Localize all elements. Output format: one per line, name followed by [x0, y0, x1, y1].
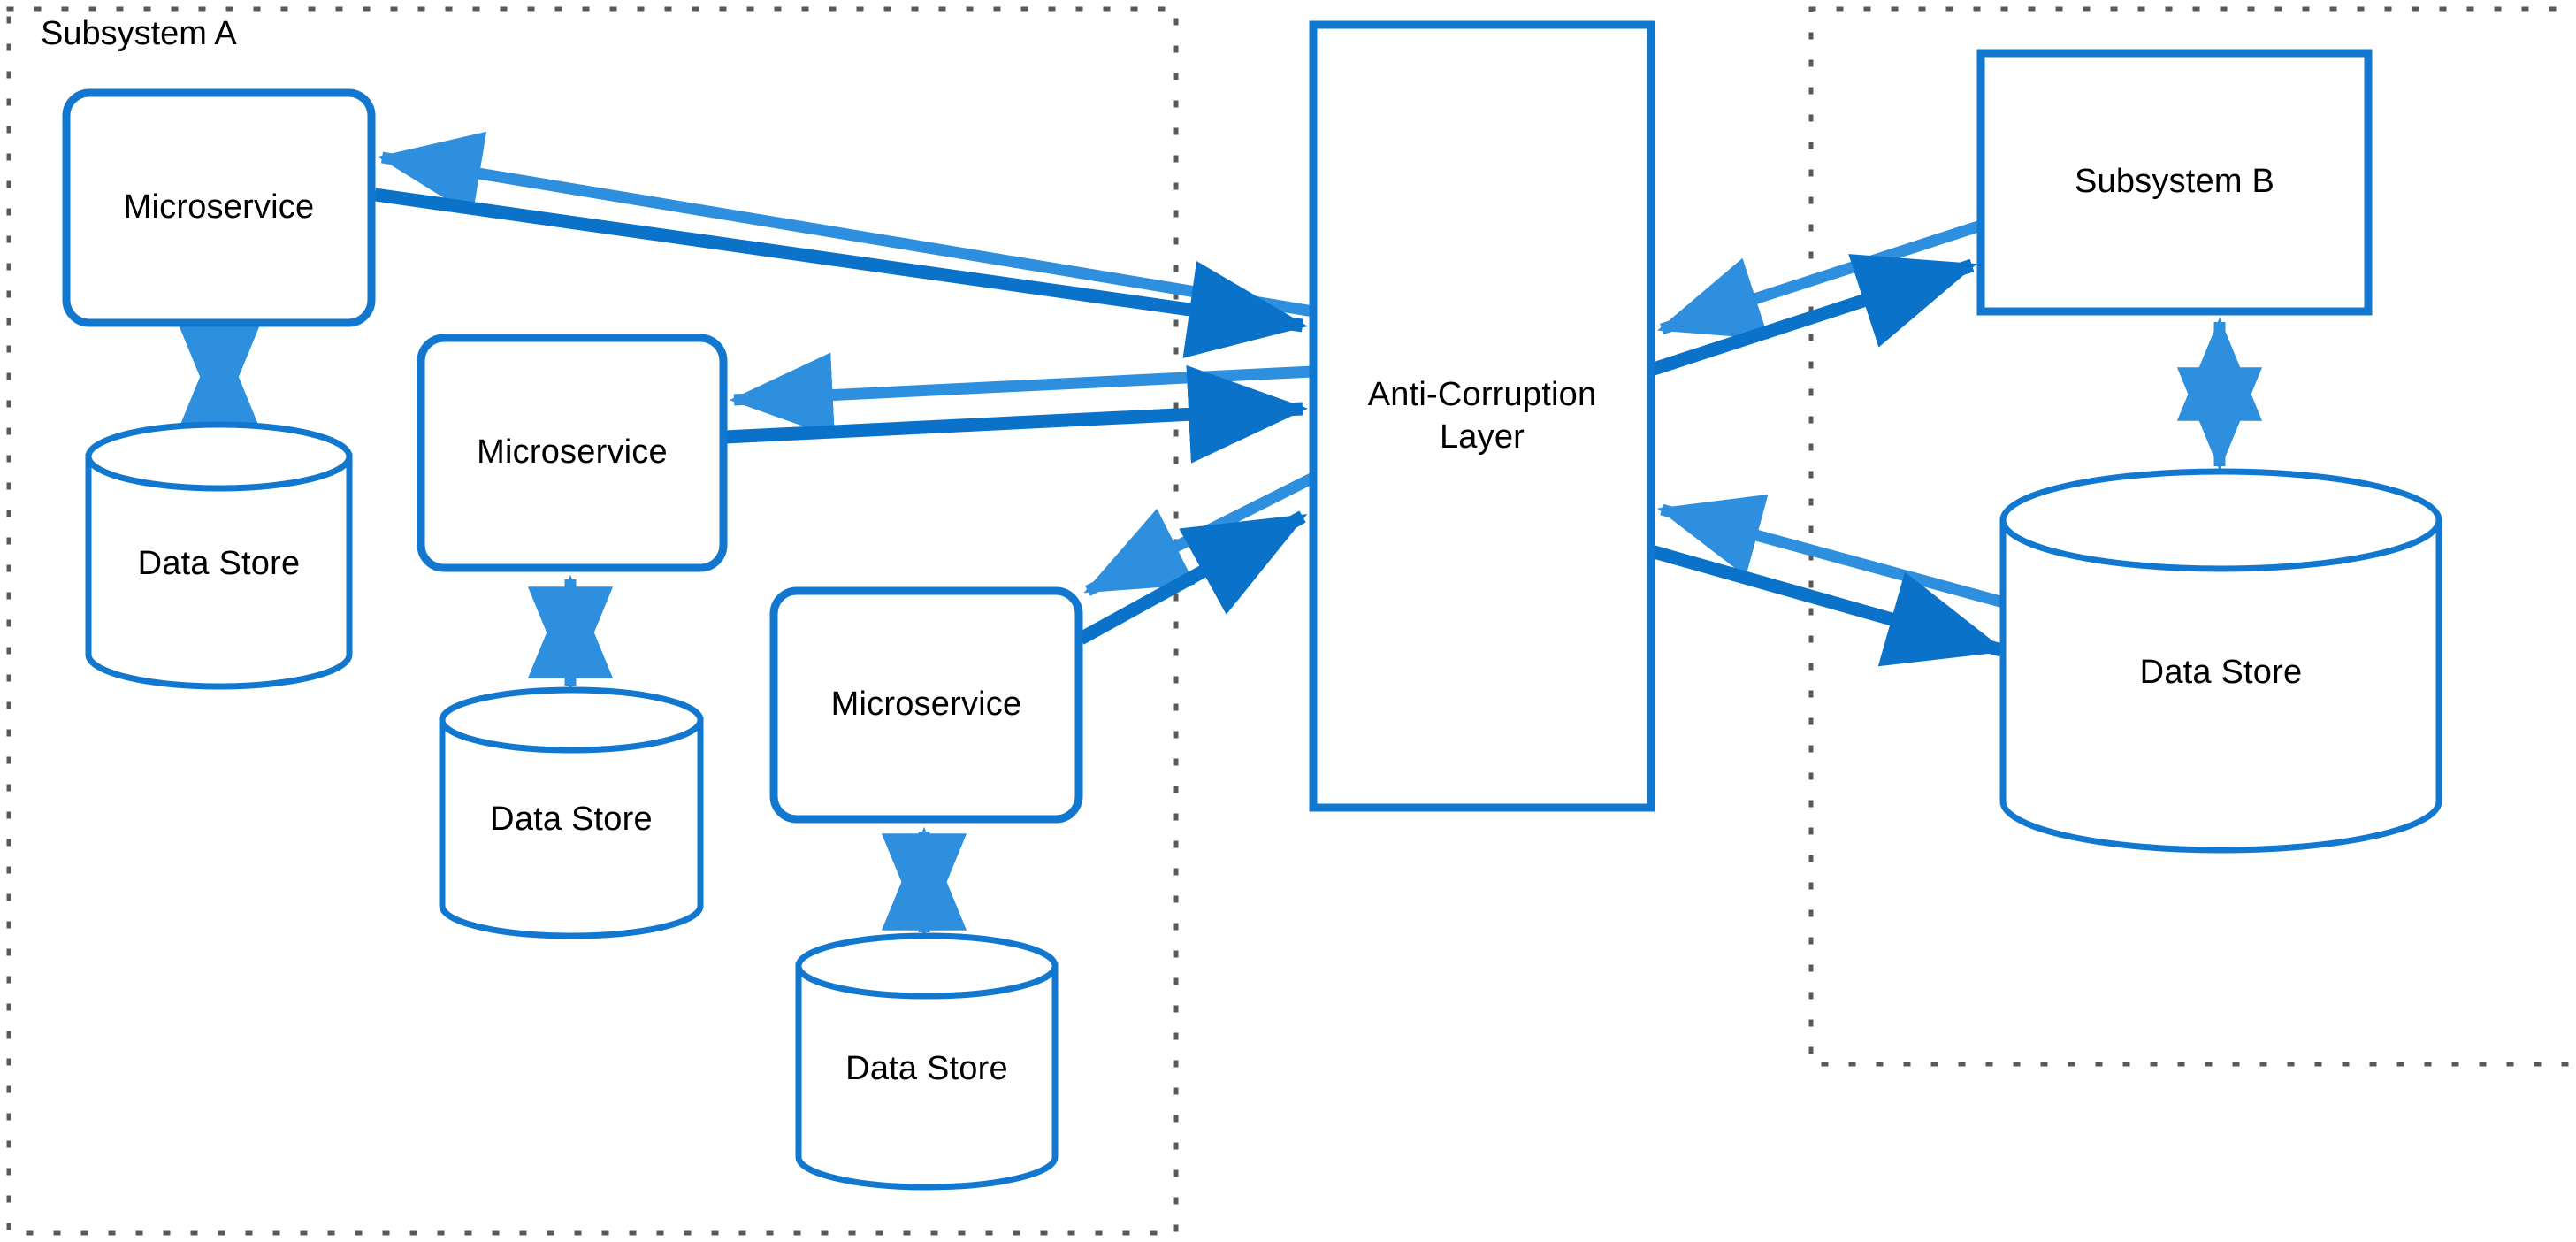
node-datastore-a2[interactable] [439, 686, 704, 939]
connection-acl-microservice-a1[interactable] [373, 131, 1315, 358]
connection-acl-datastore-b[interactable] [1648, 494, 2012, 667]
node-microservice-a1[interactable] [62, 88, 376, 327]
node-anti-corruption-layer[interactable] [1309, 20, 1655, 812]
connection-acl-microservice-a2[interactable] [724, 352, 1314, 464]
node-datastore-a3[interactable] [795, 932, 1059, 1191]
boundary-subsystem-b [1808, 6, 2576, 1067]
arrow-acl-to-subsystem-b[interactable] [1648, 254, 1977, 377]
arrow-acl-to-datastore-b[interactable] [1648, 544, 2007, 667]
arrow-acl-to-microservice-a2[interactable] [729, 352, 1314, 438]
arrow-microservice-a3-to-acl[interactable] [1077, 510, 1308, 645]
boundary-label-subsystem-a: Subsystem A [41, 15, 237, 52]
node-microservice-a2[interactable] [417, 334, 728, 572]
node-subsystem-b[interactable] [1976, 49, 2373, 316]
arrow-microservice-a2-to-acl[interactable] [724, 364, 1308, 464]
connection-acl-microservice-a3[interactable] [1077, 472, 1316, 645]
node-datastore-b[interactable] [1999, 468, 2442, 854]
node-datastore-a1[interactable] [85, 421, 353, 690]
boundary-subsystem-a [6, 6, 1179, 1236]
arrow-datastore-b-to-acl[interactable] [1656, 494, 2012, 610]
arrow-microservice-a1-to-acl[interactable] [373, 188, 1308, 358]
arrow-subsystem-b-to-acl[interactable] [1657, 219, 1984, 340]
arrow-acl-to-microservice-a1[interactable] [377, 131, 1315, 318]
connection-acl-subsystem-b[interactable] [1648, 219, 1984, 377]
node-microservice-a3[interactable] [769, 586, 1083, 824]
